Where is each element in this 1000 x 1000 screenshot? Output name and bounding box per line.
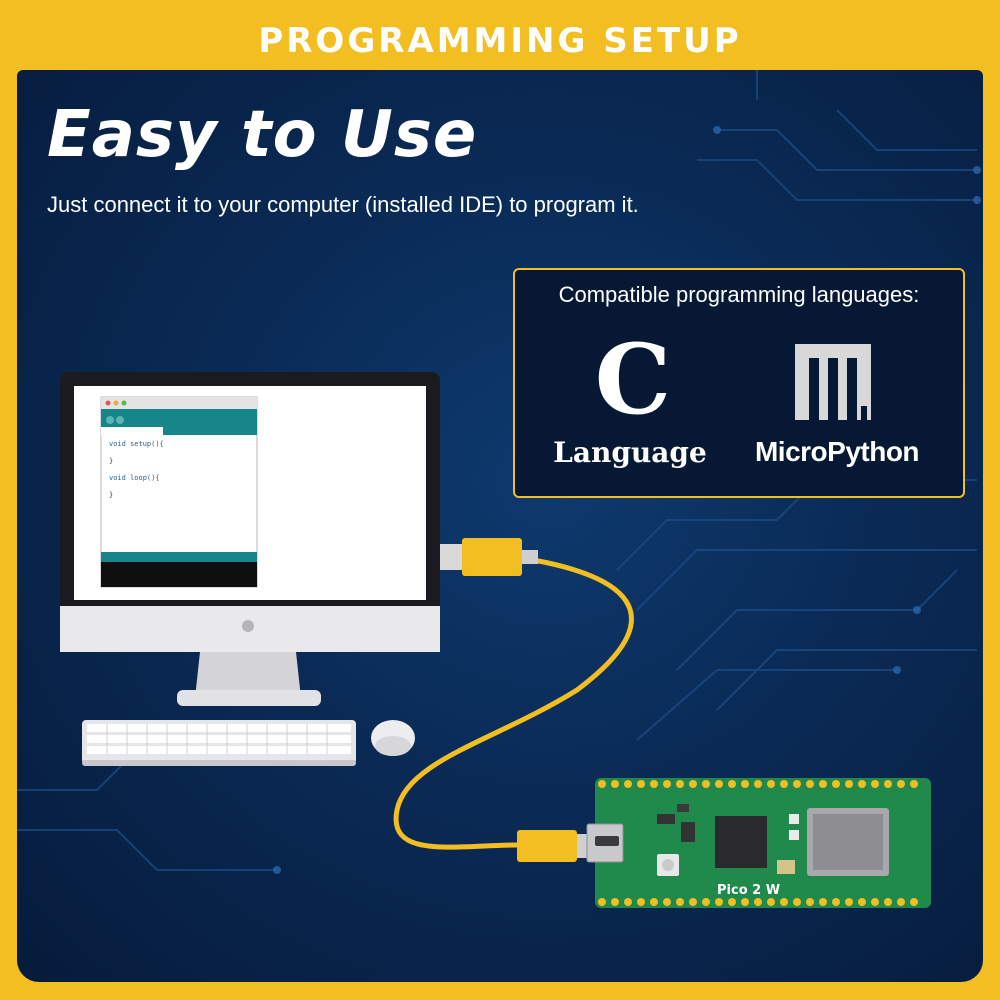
code-line: void loop(){ bbox=[109, 474, 160, 482]
code-line: void setup(){ bbox=[109, 440, 164, 448]
banner-title: PROGRAMMING SETUP bbox=[258, 21, 742, 61]
mouse bbox=[371, 720, 415, 756]
keyboard bbox=[82, 720, 356, 766]
page-frame: PROGRAMMING SETUP bbox=[12, 12, 988, 988]
main-panel: Easy to Use Just connect it to your comp… bbox=[17, 70, 983, 982]
c-language-label: Language bbox=[553, 436, 707, 469]
c-language-logo: C bbox=[594, 323, 672, 436]
minimize-dot-icon bbox=[113, 400, 119, 406]
setup-illustration: void setup(){ } void loop(){ } bbox=[60, 372, 931, 908]
languages-box: Compatible programming languages: C Lang… bbox=[513, 268, 965, 498]
micropython-label: MicroPython bbox=[754, 436, 920, 467]
headline: Easy to Use bbox=[47, 98, 478, 172]
code-line: } bbox=[109, 491, 113, 499]
board-label: Pico 2 W bbox=[717, 883, 780, 898]
maximize-dot-icon bbox=[121, 400, 127, 406]
ide-window: void setup(){ } void loop(){ } bbox=[100, 396, 258, 588]
micropython-logo-icon bbox=[795, 344, 871, 420]
close-dot-icon bbox=[105, 400, 111, 406]
languages-title: Compatible programming languages: bbox=[558, 282, 920, 307]
usb-plug-board bbox=[517, 830, 587, 862]
usb-cable bbox=[393, 555, 634, 850]
circuit-background bbox=[17, 70, 981, 874]
usb-plug-computer bbox=[440, 538, 538, 576]
pico-board: Pico 2 W bbox=[586, 778, 931, 908]
code-line: } bbox=[109, 457, 113, 465]
monitor-camera-icon bbox=[242, 620, 254, 632]
subheadline: Just connect it to your computer (instal… bbox=[47, 192, 639, 217]
